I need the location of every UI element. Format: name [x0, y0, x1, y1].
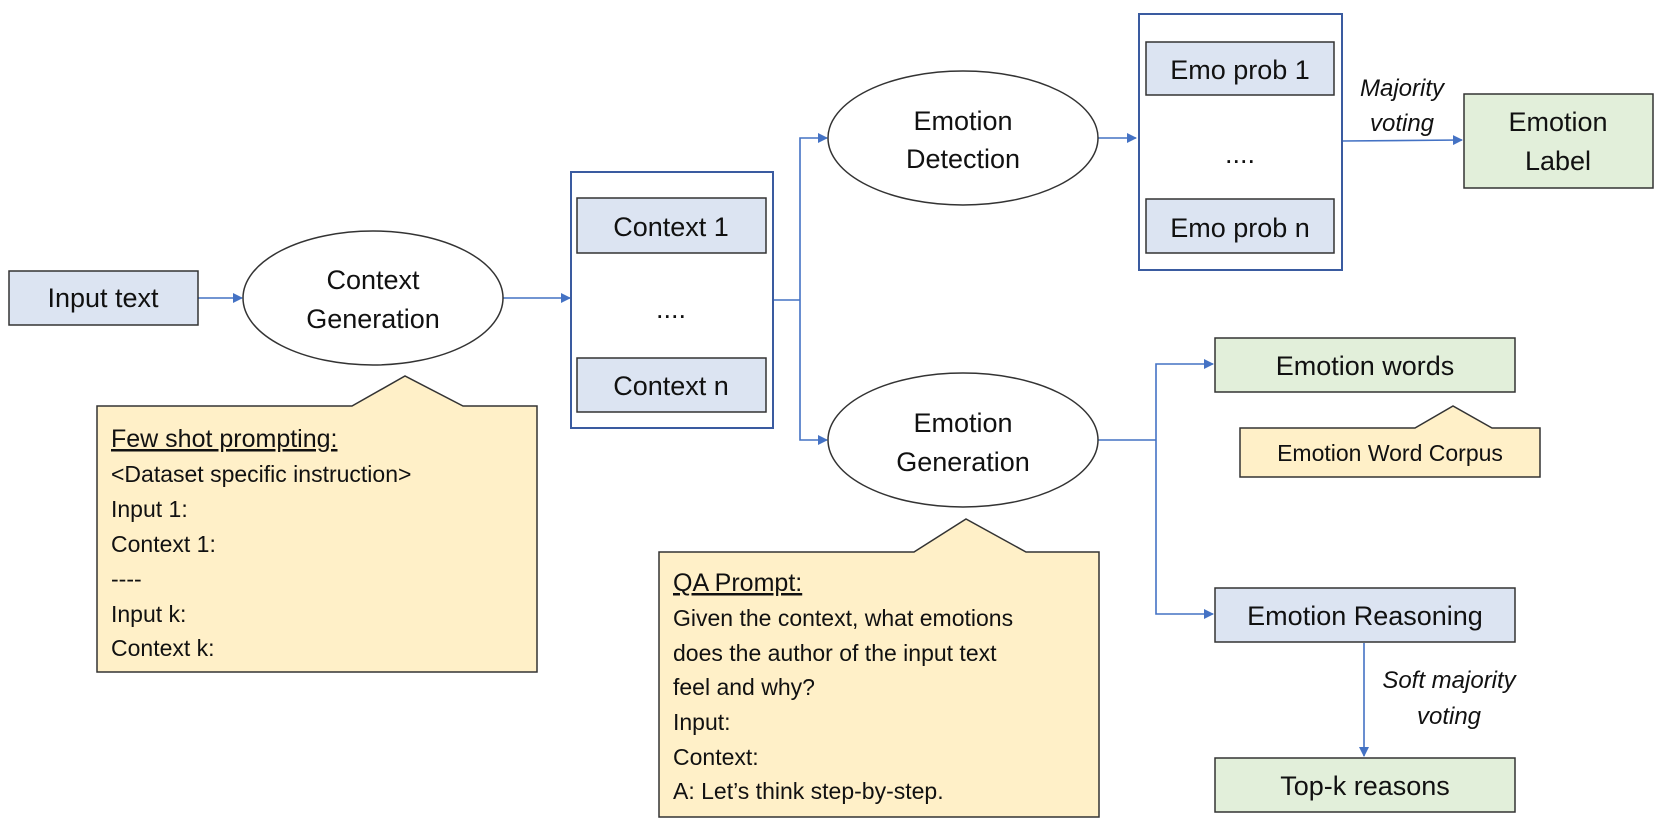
qa-prompt-line: Given the context, what emotions [673, 605, 1013, 631]
qa-prompt-note: QA Prompt: Given the context, what emoti… [658, 518, 1100, 818]
few-shot-line: <Dataset specific instruction> [111, 461, 411, 487]
few-shot-prompting-note: Few shot prompting: <Dataset specific in… [96, 375, 538, 673]
few-shot-line: Input k: [111, 601, 186, 627]
qa-prompt-line: Context: [673, 744, 759, 770]
emotion-generation-label-line2: Generation [896, 447, 1030, 477]
contexts-ellipsis: .... [656, 294, 686, 324]
qa-prompt-line: feel and why? [673, 674, 815, 700]
qa-prompt-line: does the author of the input text [673, 640, 997, 666]
emo-probs-ellipsis: .... [1225, 139, 1255, 169]
emo-prob-n-label: Emo prob n [1170, 213, 1310, 243]
context-n-box [576, 357, 767, 413]
majority-voting-label-line2: voting [1370, 110, 1435, 137]
emotion-words-label: Emotion words [1276, 351, 1455, 381]
emotion-detection-node: Emotion Detection [827, 70, 1099, 206]
context-n-label: Context n [613, 371, 729, 401]
few-shot-heading: Few shot prompting: [111, 425, 338, 453]
emo-prob-1-label: Emo prob 1 [1170, 55, 1310, 85]
soft-majority-voting-label-line2: voting [1417, 703, 1482, 730]
qa-prompt-line: A: Let’s think step-by-step. [673, 778, 944, 804]
few-shot-line: Context k: [111, 635, 215, 661]
qa-prompt-heading: QA Prompt: [673, 569, 802, 597]
majority-voting-label-line1: Majority [1360, 75, 1446, 102]
emotion-word-corpus-note: Emotion Word Corpus [1239, 405, 1541, 478]
edge-to-emotion-words [1155, 359, 1214, 440]
emo-prob-1-box [1145, 41, 1335, 96]
context-generation-label-line2: Generation [306, 304, 440, 334]
input-text-node: Input text [8, 270, 199, 326]
emotion-detection-label-line2: Detection [906, 144, 1020, 174]
connectors [198, 133, 1463, 757]
emo-prob-n-box [1145, 198, 1335, 254]
context-1-box [576, 197, 767, 254]
emotion-detection-label-line1: Emotion [913, 106, 1012, 136]
context-1-label: Context 1 [613, 212, 729, 242]
few-shot-line: Context 1: [111, 531, 216, 557]
emotion-label-line1: Emotion [1508, 107, 1607, 137]
context-generation-node: Context Generation [242, 230, 504, 366]
emotion-reasoning-node: Emotion Reasoning [1214, 587, 1516, 643]
edge-contexts-to-emotion-detection [799, 133, 828, 300]
contexts-group: Context 1 .... Context n [570, 171, 774, 429]
edge-contexts-to-emotion-generation [799, 300, 828, 445]
edge-to-emotion-reasoning [1155, 440, 1214, 619]
soft-majority-voting-label-line1: Soft majority [1382, 667, 1517, 694]
emotion-generation-label-line1: Emotion [913, 408, 1012, 438]
top-k-reasons-label: Top-k reasons [1280, 771, 1450, 801]
input-text-label: Input text [47, 283, 159, 313]
edge-emo-probs-to-emotion-label [1341, 135, 1463, 146]
emotion-reasoning-label: Emotion Reasoning [1247, 601, 1483, 631]
few-shot-line: ---- [111, 566, 142, 592]
emotion-generation-node: Emotion Generation [827, 372, 1099, 508]
emotion-word-corpus-label: Emotion Word Corpus [1277, 440, 1503, 466]
emo-probs-group: Emo prob 1 .... Emo prob n [1138, 13, 1343, 271]
emotion-label-line2: Label [1525, 146, 1591, 176]
few-shot-line: Input 1: [111, 496, 188, 522]
qa-prompt-line: Input: [673, 709, 731, 735]
top-k-reasons-node: Top-k reasons [1214, 757, 1516, 813]
emotion-words-node: Emotion words [1214, 337, 1516, 393]
emotion-label-node: Emotion Label [1463, 93, 1654, 189]
context-generation-label-line1: Context [326, 265, 420, 295]
